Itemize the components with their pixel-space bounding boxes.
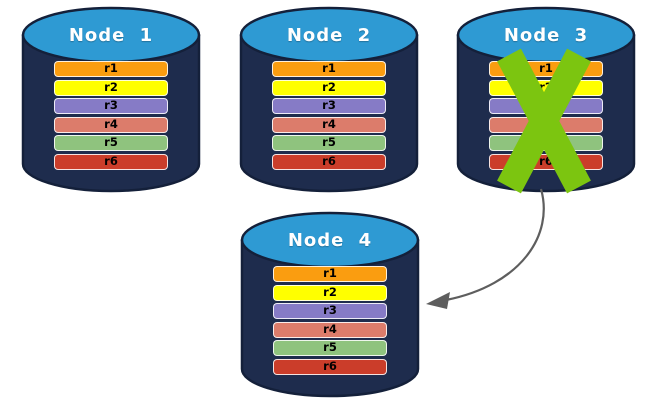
replica-row-r6: r6 xyxy=(272,153,386,170)
replica-row-r6: r6 xyxy=(54,153,168,170)
replica-row-r4: r4 xyxy=(273,321,387,338)
replica-row-r5: r5 xyxy=(273,340,387,356)
replica-row-r2: r2 xyxy=(273,284,387,301)
node-2: Node 2 r1 r2 r3 r4 r5 r6 xyxy=(238,5,420,195)
replica-row-r1: r1 xyxy=(273,266,387,282)
replica-row-r3: r3 xyxy=(272,98,386,114)
replica-row-r1: r1 xyxy=(272,61,386,77)
replica-row-r2: r2 xyxy=(54,79,168,96)
failover-arrow-icon xyxy=(426,188,545,309)
replica-row-r3: r3 xyxy=(54,98,168,114)
replica-row-r1: r1 xyxy=(54,61,168,77)
replica-row-r4: r4 xyxy=(272,116,386,133)
replica-row-r2: r2 xyxy=(272,79,386,96)
node-3: Node 3 r1 r2 r3 r4 r5 r6 xyxy=(455,5,637,195)
replica-row-r5: r5 xyxy=(272,135,386,151)
node-1-rows: r1 r2 r3 r4 r5 r6 xyxy=(54,61,168,172)
replica-row-r5: r5 xyxy=(54,135,168,151)
node-2-rows: r1 r2 r3 r4 r5 r6 xyxy=(272,61,386,172)
node-2-title: Node 2 xyxy=(286,25,372,46)
replica-row-r4: r4 xyxy=(54,116,168,133)
failure-x-icon xyxy=(497,48,591,194)
node-4-title: Node 4 xyxy=(287,230,373,251)
replica-row-r6: r6 xyxy=(273,358,387,375)
node-1-title: Node 1 xyxy=(68,25,154,46)
replica-row-r3: r3 xyxy=(273,303,387,319)
node-4: Node 4 r1 r2 r3 r4 r5 r6 xyxy=(239,210,421,400)
node-1: Node 1 r1 r2 r3 r4 r5 r6 xyxy=(20,5,202,195)
node-4-rows: r1 r2 r3 r4 r5 r6 xyxy=(273,266,387,377)
node-3-title: Node 3 xyxy=(503,25,589,46)
